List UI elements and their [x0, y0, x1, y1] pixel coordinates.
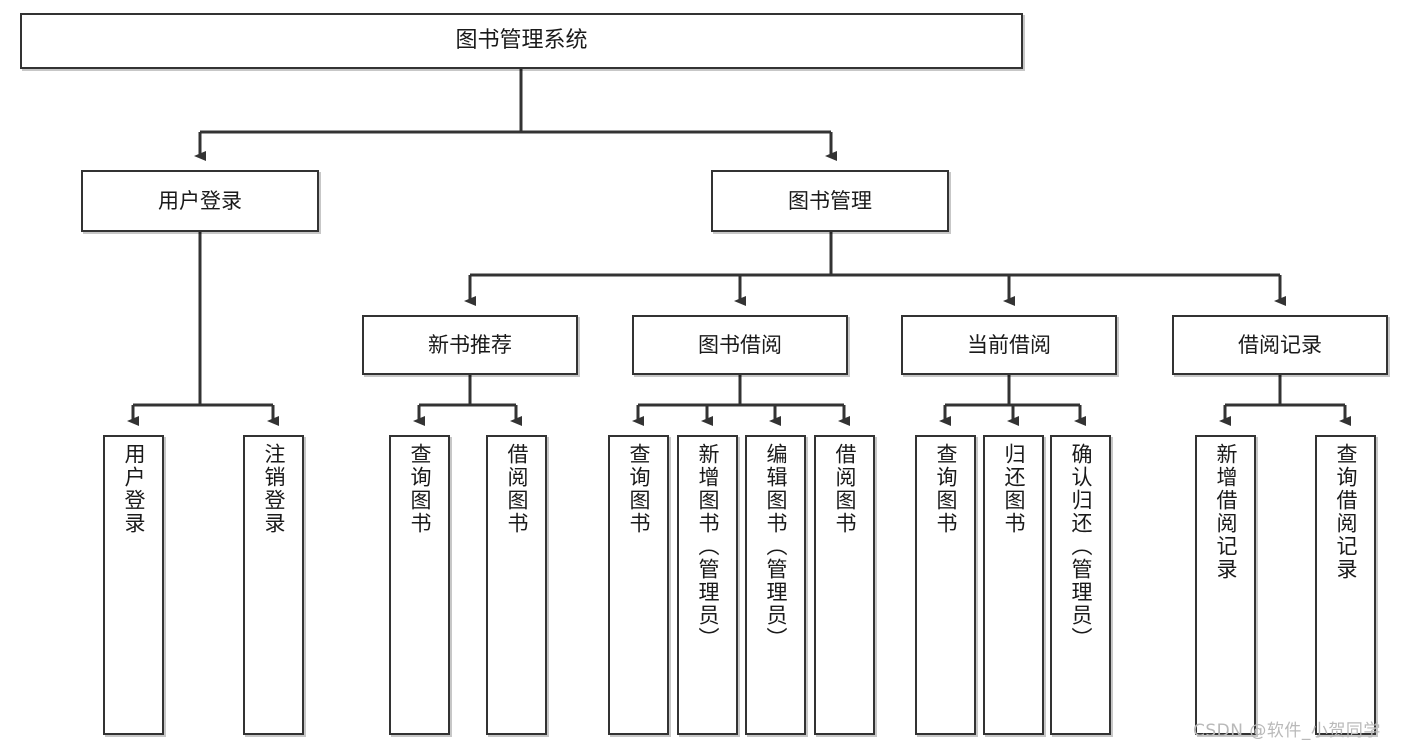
node-book-borrow[interactable]: 图书借阅 [632, 315, 848, 375]
node-leaf-edit-book-label: 编辑图书（管理员） [764, 443, 788, 650]
node-borrow-record-label: 借阅记录 [1238, 332, 1322, 357]
node-leaf-borrow-book-1[interactable]: 借阅图书 [486, 435, 547, 735]
node-leaf-user-login[interactable]: 用户登录 [103, 435, 164, 735]
node-leaf-query-record[interactable]: 查询借阅记录 [1315, 435, 1376, 735]
node-leaf-add-record-label: 新增借阅记录 [1214, 443, 1238, 581]
node-leaf-query-book-1-label: 查询图书 [408, 443, 432, 535]
node-leaf-query-book-3-label: 查询图书 [934, 443, 958, 535]
node-borrow-record[interactable]: 借阅记录 [1172, 315, 1388, 375]
watermark-text: CSDN @软件_小贺同学 [1193, 721, 1381, 741]
node-book-borrow-label: 图书借阅 [698, 332, 782, 357]
node-leaf-add-book[interactable]: 新增图书（管理员） [677, 435, 738, 735]
node-leaf-borrow-book-2[interactable]: 借阅图书 [814, 435, 875, 735]
node-leaf-query-record-label: 查询借阅记录 [1334, 443, 1358, 581]
node-root-label: 图书管理系统 [455, 28, 588, 54]
node-leaf-user-logout[interactable]: 注销登录 [243, 435, 304, 735]
node-root[interactable]: 图书管理系统 [20, 13, 1023, 69]
node-leaf-query-book-2-label: 查询图书 [627, 443, 651, 535]
node-leaf-return-book[interactable]: 归还图书 [983, 435, 1044, 735]
node-leaf-confirm-return-label: 确认归还（管理员） [1069, 443, 1093, 650]
node-leaf-query-book-1[interactable]: 查询图书 [389, 435, 450, 735]
node-leaf-query-book-2[interactable]: 查询图书 [608, 435, 669, 735]
node-new-book-rec-label: 新书推荐 [428, 332, 512, 357]
node-leaf-edit-book[interactable]: 编辑图书（管理员） [745, 435, 806, 735]
node-leaf-query-book-3[interactable]: 查询图书 [915, 435, 976, 735]
node-leaf-borrow-book-2-label: 借阅图书 [833, 443, 857, 535]
node-current-borrow-label: 当前借阅 [967, 332, 1051, 357]
node-leaf-return-book-label: 归还图书 [1002, 443, 1026, 535]
node-user-login-label: 用户登录 [158, 188, 242, 213]
node-leaf-user-login-label: 用户登录 [122, 443, 146, 535]
node-user-login[interactable]: 用户登录 [81, 170, 319, 232]
node-leaf-add-record[interactable]: 新增借阅记录 [1195, 435, 1256, 735]
node-leaf-confirm-return[interactable]: 确认归还（管理员） [1050, 435, 1111, 735]
node-leaf-borrow-book-1-label: 借阅图书 [505, 443, 529, 535]
node-book-manage-label: 图书管理 [788, 188, 872, 213]
node-leaf-add-book-label: 新增图书（管理员） [696, 443, 720, 650]
node-leaf-user-logout-label: 注销登录 [262, 443, 286, 535]
node-new-book-rec[interactable]: 新书推荐 [362, 315, 578, 375]
node-current-borrow[interactable]: 当前借阅 [901, 315, 1117, 375]
node-book-manage[interactable]: 图书管理 [711, 170, 949, 232]
